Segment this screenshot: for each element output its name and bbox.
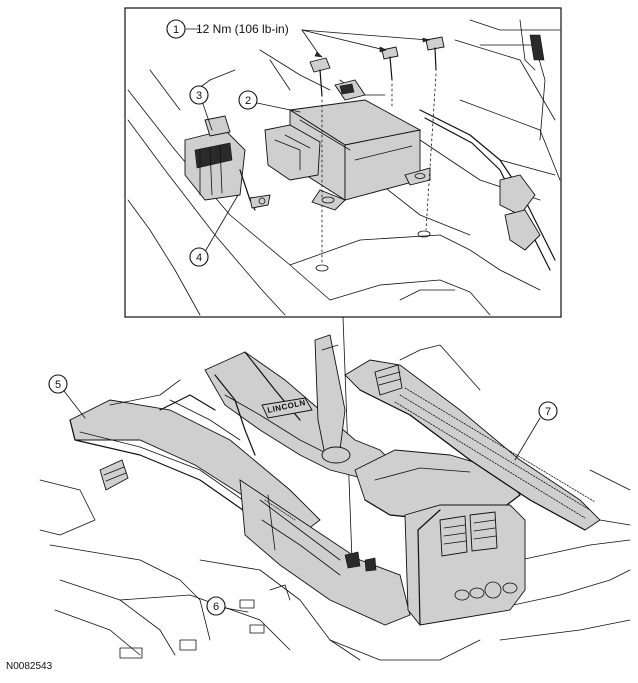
callout-4-number: 4	[196, 252, 202, 264]
callout-3: 3	[189, 85, 213, 131]
callout-4: 4	[189, 194, 239, 267]
callout-7: 7	[514, 401, 558, 461]
callout-6-number: 6	[213, 601, 219, 613]
callout-2: 2	[238, 90, 301, 113]
callout-5: 5	[48, 374, 86, 419]
callout-2-number: 2	[245, 95, 251, 107]
callout-6: 6	[206, 596, 249, 616]
callout-5-number: 5	[55, 379, 61, 391]
electrical-connector	[184, 115, 271, 211]
callout-1-number: 1	[173, 24, 179, 36]
callout-7-number: 7	[545, 406, 551, 418]
torque-spec-label: 12 Nm (106 lb-in)	[196, 22, 289, 36]
inset-detail-view: 1 12 Nm (106 lb-in) 2 3 4	[124, 7, 562, 318]
mounting-bolts	[309, 36, 445, 272]
figure-id: N0082543	[6, 661, 53, 672]
callout-3-number: 3	[196, 90, 202, 102]
wiring-harness	[419, 19, 556, 271]
center-console-body: LINCOLN	[109, 334, 526, 626]
right-side-trim-panel	[344, 344, 601, 531]
airbag-control-module	[264, 99, 431, 211]
upper-bracket	[334, 79, 366, 101]
callout-1: 1 12 Nm (106 lb-in)	[166, 19, 430, 58]
main-console-view: LINCOLN	[39, 334, 631, 661]
